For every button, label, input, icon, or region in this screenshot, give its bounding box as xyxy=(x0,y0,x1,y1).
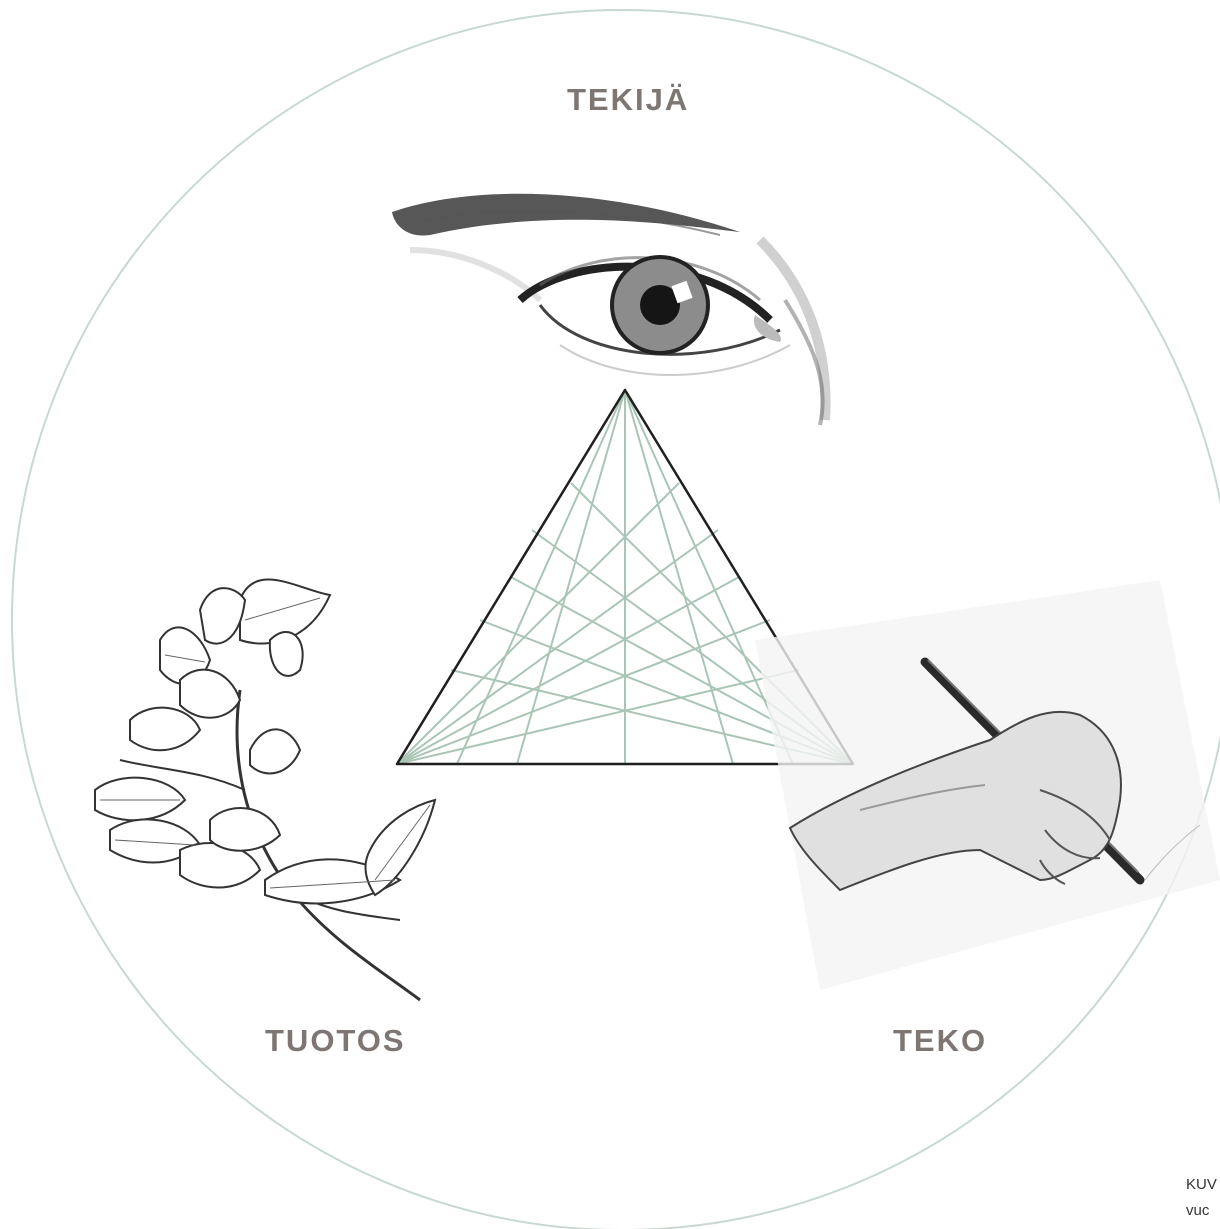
label-teko: TEKO xyxy=(893,1023,987,1059)
eye-drawing xyxy=(392,194,826,425)
label-tuotos: TUOTOS xyxy=(265,1023,406,1059)
leafy-branch-drawing xyxy=(95,580,435,1000)
caption-line-2: vuc xyxy=(1186,1202,1209,1219)
label-tekija: TEKIJÄ xyxy=(567,82,689,118)
caption-line-1: KUV xyxy=(1186,1176,1217,1193)
hand-holding-pencil-drawing xyxy=(755,580,1220,990)
